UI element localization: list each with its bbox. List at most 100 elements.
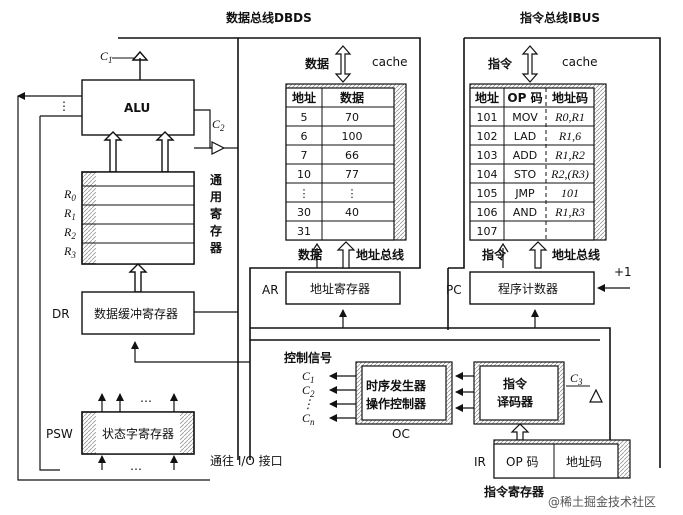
control-signal-arrows [329,372,356,422]
control-signal-label: C2 [302,383,315,399]
psw-block [81,411,195,455]
feedback-outer [17,96,210,481]
oc-line1: 时序发生器 [366,378,427,393]
instr-mem-address: 102 [477,130,498,143]
data-mem-value: 77 [345,168,359,181]
alu-dots: ⋮ [58,99,70,113]
dr-to-gpr-arrow [128,263,148,293]
c2-label: C2 [212,117,225,133]
data-mem-address: 10 [297,168,311,181]
data-bus-label: 数据总线DBDS [226,10,312,25]
alu-right-line [194,109,212,149]
instr-mem-operand: R2,(R3) [550,167,589,181]
gpr-row-label: R1 [63,206,76,222]
data-mem-bottom-left: 数据 [298,247,322,262]
data-mem-addr-arrow [336,241,356,269]
internal-bus [250,327,611,478]
data-mem-address: 5 [301,111,308,124]
instr-mem-bottom-left: 指令 [482,247,507,262]
data-mem-value: 70 [345,111,359,124]
instr-mem-address: 101 [477,111,498,124]
instr-bus-label: 指令总线IBUS [520,10,600,25]
instr-mem-operand: R1,R3 [554,205,585,219]
psw-dots-bottom: … [130,459,142,473]
pc-plus-label: +1 [614,265,632,279]
gpr-vertical-char: 通 [210,172,222,187]
gpr-to-alu-arrows [103,131,175,173]
gpr-row-label: R0 [63,187,76,203]
data-mem-address: 30 [297,206,311,219]
instr-mem-operand: 101 [561,186,579,200]
dr-name: DR [52,307,70,321]
alu-output-arrow [131,50,149,80]
data-mem-value: 66 [345,149,359,162]
control-signal-label: Cn [302,411,315,427]
instr-mem-opcode: ADD [513,149,537,162]
instr-mem-cache: cache [562,55,598,69]
alu-label: ALU [124,101,150,115]
instr-mem-addr-arrow [528,241,548,269]
bus-to-dr [131,341,250,363]
instr-mem-top-label: 指令 [488,56,513,71]
pc-box [469,271,595,305]
oc-line2: 操作控制器 [366,396,427,411]
c1-label: C1 [100,49,113,65]
ir-to-decoder-arrow [510,423,530,441]
instr-mem-operand: R1,6 [558,129,581,143]
data-mem-value: 100 [342,130,363,143]
gpr-vertical-char: 寄 [210,206,222,221]
psw-up-arrows [98,393,178,412]
gpr-row-label: R3 [63,244,76,260]
ir-op: OP 码 [506,455,539,469]
data-mem-top-label: 数据 [305,56,329,71]
dr-box [81,291,195,335]
io-label: 通往 I/O 接口 [210,453,283,468]
psw-name: PSW [46,427,73,441]
instr-mem-address: 106 [477,206,498,219]
instr-mem-header: OP 码 [507,91,542,105]
instr-mem-address: 103 [477,149,498,162]
ir-addr: 地址码 [566,455,602,469]
ir-caption: 指令寄存器 [484,484,545,499]
instr-mem-opcode: JMP [514,187,535,200]
gpr-vertical-char: 用 [209,190,222,204]
data-mem-value: ⋮ [347,187,358,200]
oc-block [355,361,453,425]
ar-name: AR [262,283,279,297]
instr-mem-bottom-right: 地址总线 [552,247,600,262]
psw-label: 状态字寄存器 [102,426,174,441]
instr-mem-header: 地址 [475,90,499,105]
data-mem-address: 31 [297,225,311,238]
gpr-vertical-char: 器 [209,241,223,255]
control-title: 控制信号 [284,350,332,365]
instr-mem-opcode: MOV [512,111,538,124]
data-mem-header: 地址 [292,90,316,105]
dr-label: 数据缓冲寄存器 [94,306,178,321]
data-mem-arrows-down [311,242,323,268]
decoder-to-oc-arrows [455,372,474,412]
instr-mem-opcode: STO [514,168,537,181]
data-mem-address: 6 [301,130,308,143]
instr-mem-operand: R1,R2 [554,148,585,162]
psw-dots-top: … [140,391,152,405]
data-bus [118,37,421,460]
watermark: @稀土掘金技术社区 [548,494,656,509]
instr-mem-header: 地址码 [552,90,588,105]
instr-mem-opcode: LAD [514,130,536,143]
ar-label: 地址寄存器 [310,281,370,296]
pc-name: PC [446,283,462,297]
gpr-row-label: R2 [63,225,76,241]
ar-box [285,271,401,305]
data-mem-cache: cache [372,55,408,69]
data-mem-value: 40 [345,206,359,219]
decoder-line2: 译码器 [497,395,534,409]
decoder-block [473,361,565,425]
instruction-bus [447,37,661,468]
instr-mem-address: 104 [477,168,498,181]
data-mem-address: ⋮ [299,187,310,200]
gpr-vertical-char: 存 [209,223,222,238]
